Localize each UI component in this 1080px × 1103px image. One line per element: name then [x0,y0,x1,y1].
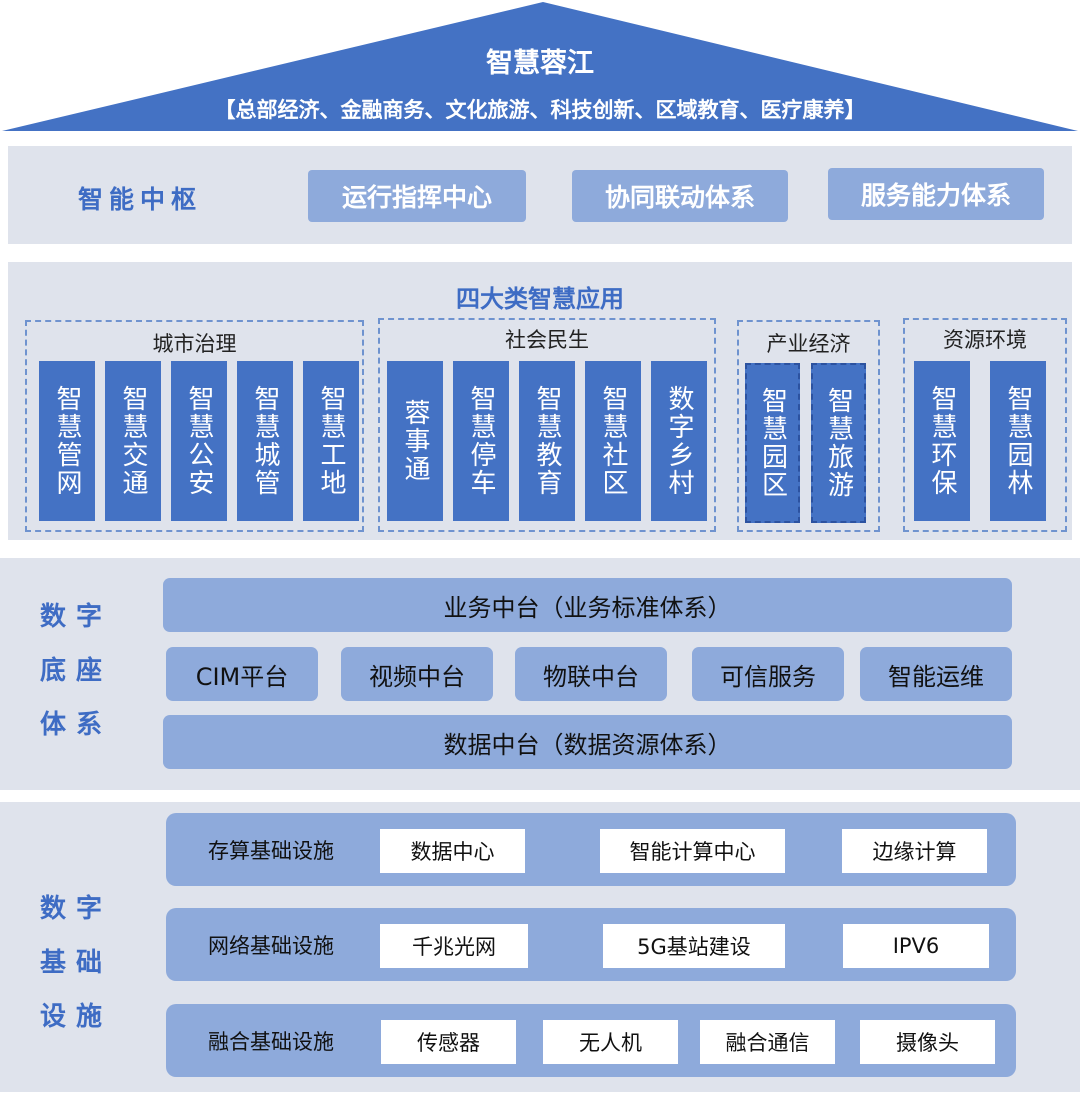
app-tile-smart-community: 智慧社区 [585,361,641,521]
hub-item-linkage-system: 协同联动体系 [572,170,788,222]
apps-title: 四大类智慧应用 [456,284,624,313]
group-social-livelihood [378,318,716,532]
hub-label: 智能中枢 [77,185,202,214]
app-tile-smart-garden: 智慧园林 [990,361,1046,521]
app-tile-smart-tourism: 智慧旅游 [811,363,866,523]
digital-infra-label-line-2: 基础 [40,948,113,978]
app-tile-smart-construction: 智慧工地 [303,361,359,521]
infra-chip-drone: 无人机 [543,1020,678,1064]
app-tile-smart-police: 智慧公安 [171,361,227,521]
app-tile-rongshitong: 蓉事通 [387,361,443,521]
infra-row-label-storage-compute: 存算基础设施 [208,839,334,863]
infra-chip-smart-computing-center: 智能计算中心 [600,829,785,873]
platform-pill-video: 视频中台 [341,647,493,701]
app-tile-smart-environment: 智慧环保 [914,361,970,521]
app-tile-smart-parking: 智慧停车 [453,361,509,521]
group-resource-environment [903,318,1067,532]
app-tile-smart-traffic: 智慧交通 [105,361,161,521]
infra-chip-camera: 摄像头 [860,1020,995,1064]
digital-base-label-line-2: 底座 [40,656,113,686]
group-label-industrial-economy: 产业经济 [766,332,851,356]
app-tile-smart-education: 智慧教育 [519,361,575,521]
platform-pill-cim: CIM平台 [166,647,318,701]
platform-pill-iot: 物联中台 [515,647,667,701]
digital-base-label: 数字 底座 体系 [40,590,140,752]
group-city-governance [25,320,364,532]
group-industrial-economy [737,320,880,532]
roof-triangle [2,2,1078,131]
group-label-social-livelihood: 社会民生 [505,328,589,352]
infra-chip-5g-base-station: 5G基站建设 [603,924,785,968]
business-middle-platform-bar: 业务中台（业务标准体系） [163,578,1012,632]
hub-item-command-center: 运行指挥中心 [308,170,526,222]
infra-chip-sensor: 传感器 [381,1020,516,1064]
digital-infra-label-line-3: 设施 [40,1002,113,1032]
app-tile-digital-village: 数字乡村 [651,361,707,521]
infra-row-label-network: 网络基础设施 [208,934,334,958]
roof-subtitle: 【总部经济、金融商务、文化旅游、科技创新、区域教育、医疗康养】 [214,98,866,122]
roof-title: 智慧蓉江 [486,47,594,79]
data-middle-platform-bar: 数据中台（数据资源体系） [163,715,1012,769]
platform-pill-trusted-service: 可信服务 [692,647,844,701]
hub-item-service-system: 服务能力体系 [828,168,1044,220]
digital-base-label-line-1: 数字 [40,602,113,632]
app-tile-smart-pipeline: 智慧管网 [39,361,95,521]
platform-pill-smart-ops: 智能运维 [860,647,1012,701]
infra-chip-fusion-communication: 融合通信 [700,1020,835,1064]
infra-chip-ipv6: IPV6 [843,924,989,968]
digital-infra-label-line-1: 数字 [40,894,113,924]
infra-chip-data-center: 数据中心 [380,829,525,873]
app-tile-smart-urban-mgmt: 智慧城管 [237,361,293,521]
infra-row-label-fusion: 融合基础设施 [208,1030,334,1054]
group-label-city-governance: 城市治理 [152,332,237,356]
digital-infra-label: 数字 基础 设施 [40,882,140,1044]
digital-base-label-line-3: 体系 [40,710,113,740]
infra-chip-edge-computing: 边缘计算 [842,829,987,873]
infra-chip-gigabit-fiber: 千兆光网 [380,924,528,968]
group-label-resource-environment: 资源环境 [943,328,1027,352]
app-tile-smart-park: 智慧园区 [745,363,800,523]
